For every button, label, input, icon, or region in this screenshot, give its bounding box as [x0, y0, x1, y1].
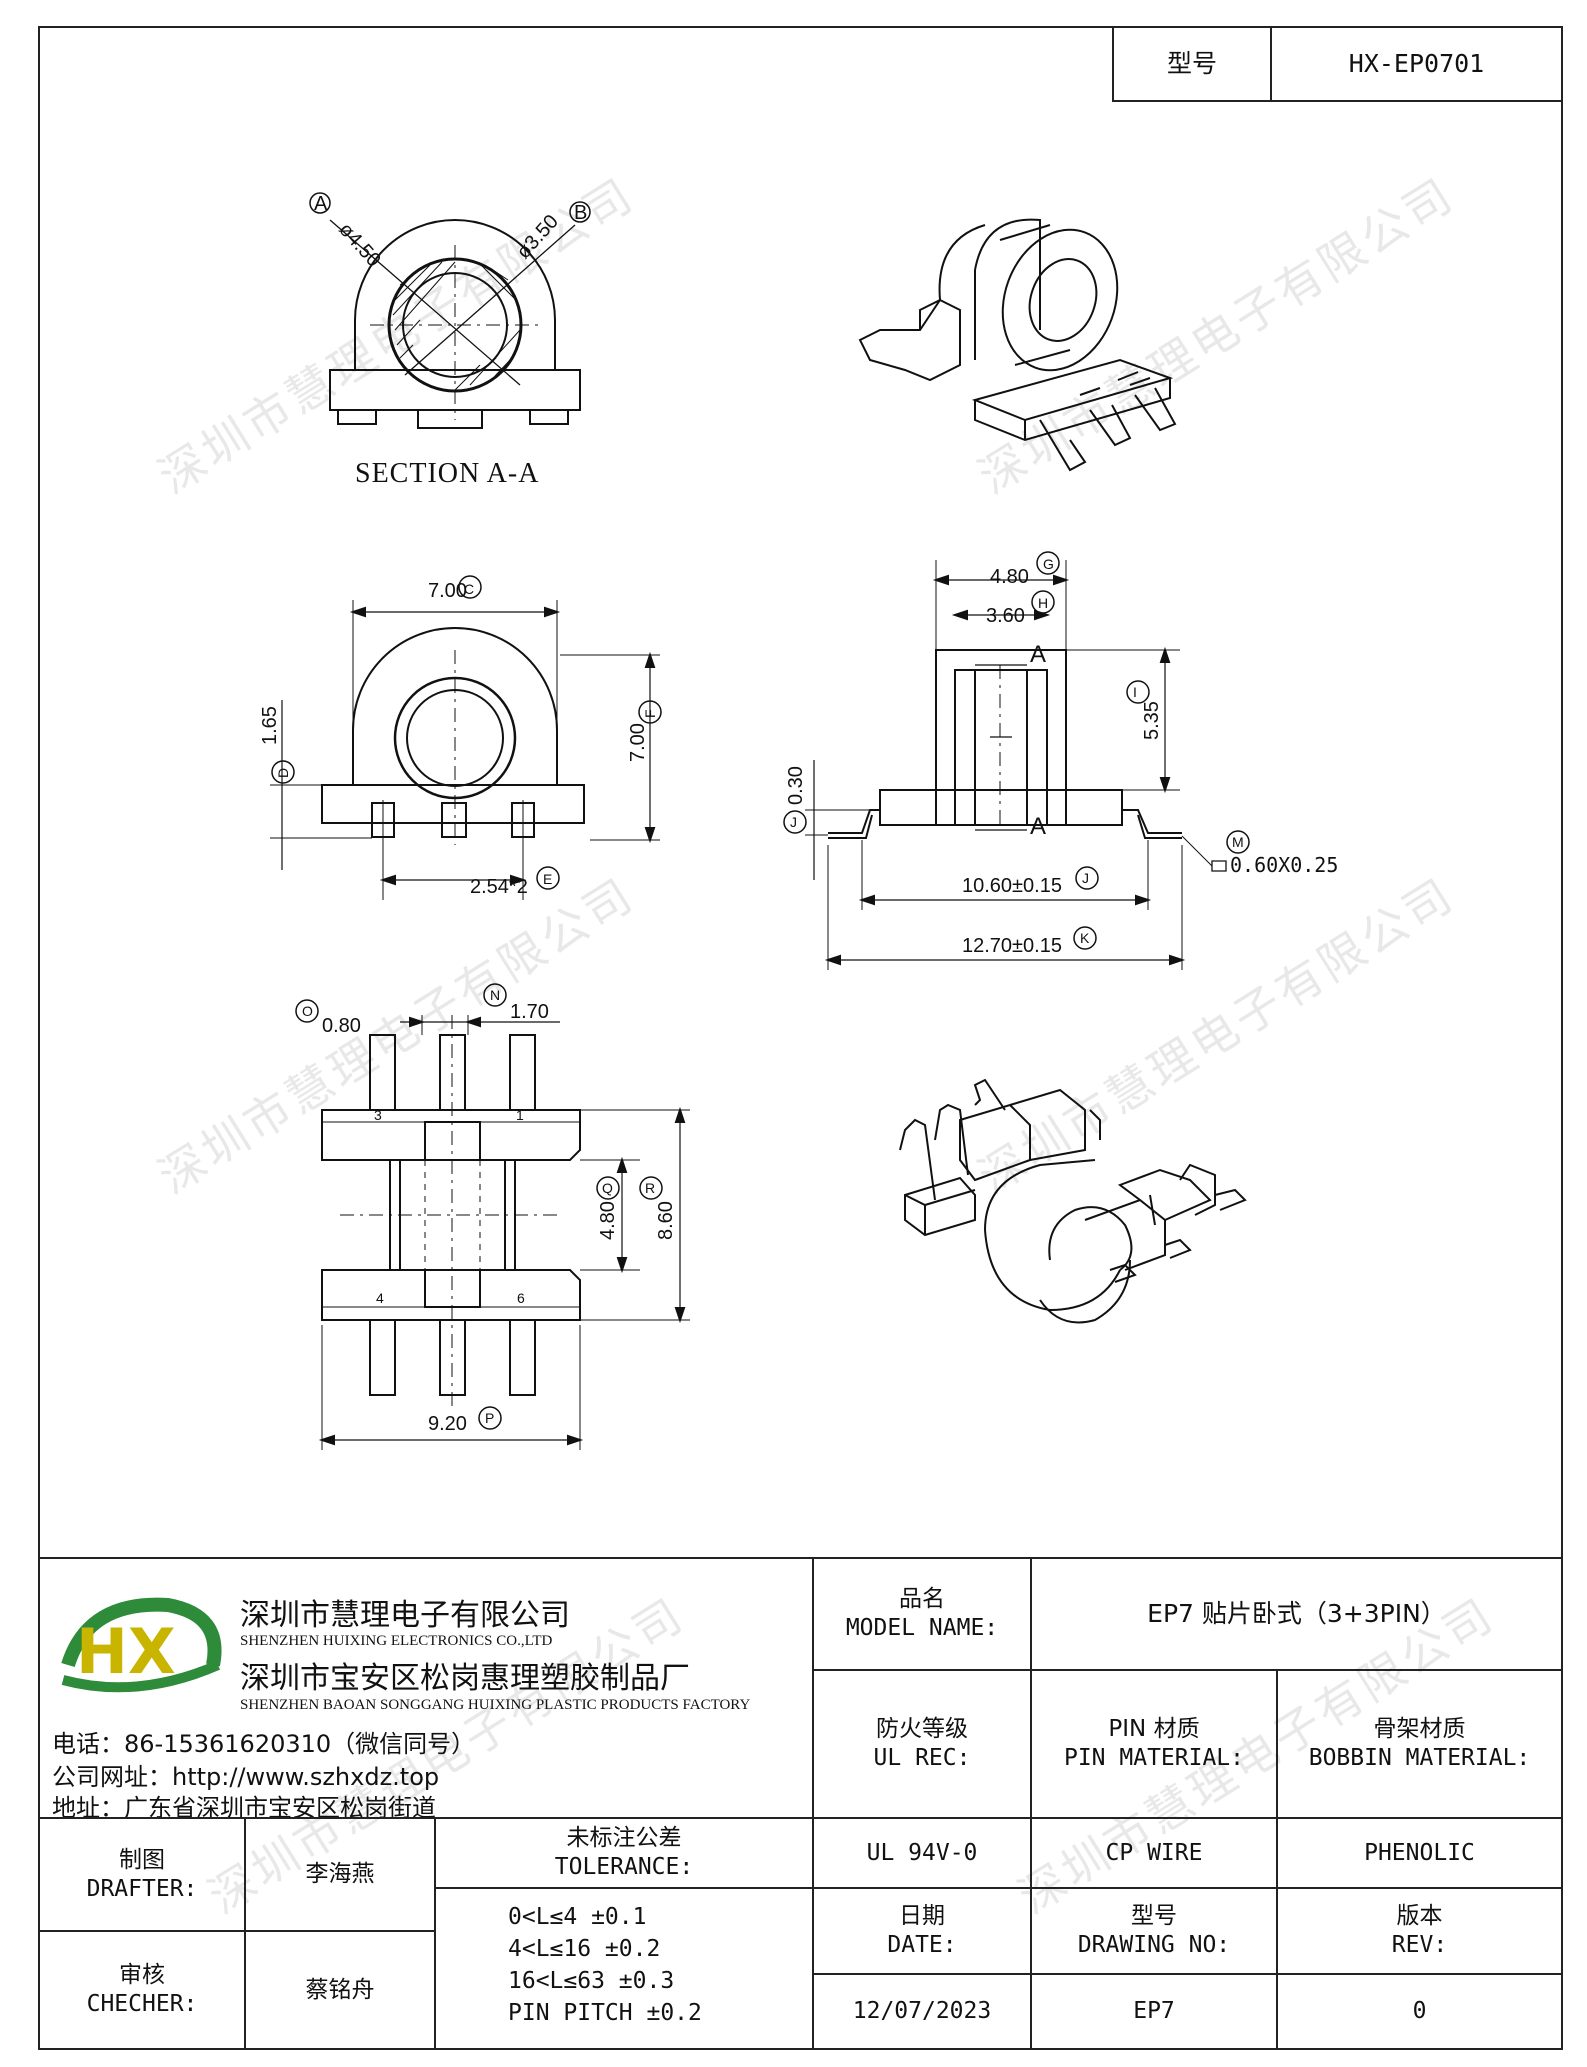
- title-block: [38, 1557, 1563, 1559]
- bottom-width-dim: 9.20: [428, 1413, 467, 1435]
- section-marker-a: A: [314, 193, 328, 215]
- side-height-marker: I: [1133, 684, 1137, 700]
- bottom-pitch-marker: N: [490, 987, 500, 1003]
- svg-text:HX: HX: [76, 1615, 176, 1688]
- header-model-value: HX-EP0701: [1270, 26, 1563, 102]
- front-height-dim: 7.00: [627, 723, 649, 762]
- company-name-cn: 深圳市慧理电子有限公司: [240, 1598, 570, 1633]
- side-inner-length-marker: J: [1082, 870, 1089, 886]
- front-width-marker: C: [464, 581, 474, 597]
- section-label: SECTION A-A: [355, 458, 539, 489]
- front-view: [270, 576, 661, 900]
- front-height-marker: F: [642, 709, 658, 718]
- tolerance-table: 0<L≤4 ±0.1 4<L≤16 ±0.2 16<L≤63 ±0.3 PIN …: [434, 1887, 814, 2050]
- isometric-view-top: [860, 214, 1175, 470]
- side-outer-length-marker: K: [1080, 930, 1090, 946]
- side-top-outer-dim: 4.80: [990, 566, 1029, 588]
- front-width-dim: 7.00: [428, 580, 467, 602]
- side-flange-marker: J: [790, 814, 797, 830]
- isometric-view-bottom: [900, 1080, 1245, 1323]
- front-base-marker: D: [275, 768, 291, 778]
- side-section-mark-top: A: [1030, 641, 1046, 668]
- tolerance-line: 0<L≤4 ±0.1: [508, 1904, 647, 1930]
- model-name-value: EP7 贴片卧式（3+3PIN）: [1030, 1557, 1563, 1671]
- bottom-width-marker: P: [485, 1410, 494, 1426]
- technical-drawing: A B ø4.50 ø3.50 SECTION A-A: [259, 0, 1338, 1560]
- bottom-pin-label: 6: [517, 1290, 525, 1306]
- factory-name-en: SHENZHEN BAOAN SONGGANG HUIXING PLASTIC …: [240, 1697, 751, 1713]
- side-pin-dim: 0.60X0.25: [1230, 853, 1338, 877]
- bottom-pin-width-dim: 0.80: [322, 1015, 361, 1037]
- section-marker-b: B: [574, 202, 587, 224]
- tolerance-line: 16<L≤63 ±0.3: [508, 1968, 675, 1994]
- side-view: [784, 552, 1249, 970]
- factory-name-cn: 深圳市宝安区松岗惠理塑胶制品厂: [240, 1661, 690, 1696]
- company-name-en: SHENZHEN HUIXING ELECTRONICS CO.,LTD: [240, 1633, 553, 1649]
- side-section-mark-bottom: A: [1030, 813, 1046, 840]
- tolerance-line: 4<L≤16 ±0.2: [508, 1936, 661, 1962]
- section-dim-b: ø3.50: [512, 211, 563, 264]
- pin-material-value: CP WIRE: [1030, 1817, 1278, 1889]
- side-height-dim: 5.35: [1141, 701, 1163, 740]
- company-logo: HX: [48, 1585, 228, 1705]
- company-website: 公司网址：http://www.szhxdz.top: [52, 1763, 440, 1791]
- bottom-pin-label: 4: [376, 1290, 384, 1306]
- side-outer-length-dim: 12.70±0.15: [962, 935, 1062, 957]
- rev-value: 0: [1276, 1973, 1563, 2050]
- section-view: [310, 193, 590, 428]
- front-base-dim: 1.65: [259, 706, 281, 745]
- bottom-view: [296, 984, 690, 1450]
- side-flange-dim: 0.30: [785, 766, 807, 805]
- bottom-inner-marker: Q: [602, 1180, 613, 1196]
- bottom-pin-label: 3: [374, 1107, 382, 1123]
- bottom-pin-label: 1: [516, 1107, 524, 1123]
- ul-rec-value: UL 94V-0: [812, 1817, 1032, 1889]
- side-top-inner-dim: 3.60: [986, 605, 1025, 627]
- side-top-outer-marker: G: [1043, 556, 1054, 572]
- side-top-inner-marker: H: [1038, 595, 1048, 611]
- bottom-pitch-dim: 1.70: [510, 1001, 549, 1023]
- bottom-outer-marker: R: [645, 1180, 655, 1196]
- side-inner-length-dim: 10.60±0.15: [962, 875, 1062, 897]
- bottom-pin-width-marker: O: [302, 1003, 313, 1019]
- drafter-value: 李海燕: [244, 1817, 436, 1932]
- tolerance-line: PIN PITCH ±0.2: [508, 2000, 702, 2026]
- side-pin-marker: M: [1232, 834, 1244, 850]
- front-pitch-marker: E: [543, 871, 552, 887]
- checker-value: 蔡铭舟: [244, 1930, 436, 2050]
- front-pitch-dim: 2.54*2: [470, 876, 528, 898]
- drawing-no-value: EP7: [1030, 1973, 1278, 2050]
- bobbin-material-value: PHENOLIC: [1276, 1817, 1563, 1889]
- bottom-outer-dim: 8.60: [655, 1201, 677, 1240]
- section-dim-a: ø4.50: [334, 219, 385, 272]
- bottom-inner-dim: 4.80: [597, 1201, 619, 1240]
- company-phone: 电话：86-15361620310（微信同号）: [52, 1730, 476, 1758]
- date-value: 12/07/2023: [812, 1973, 1032, 2050]
